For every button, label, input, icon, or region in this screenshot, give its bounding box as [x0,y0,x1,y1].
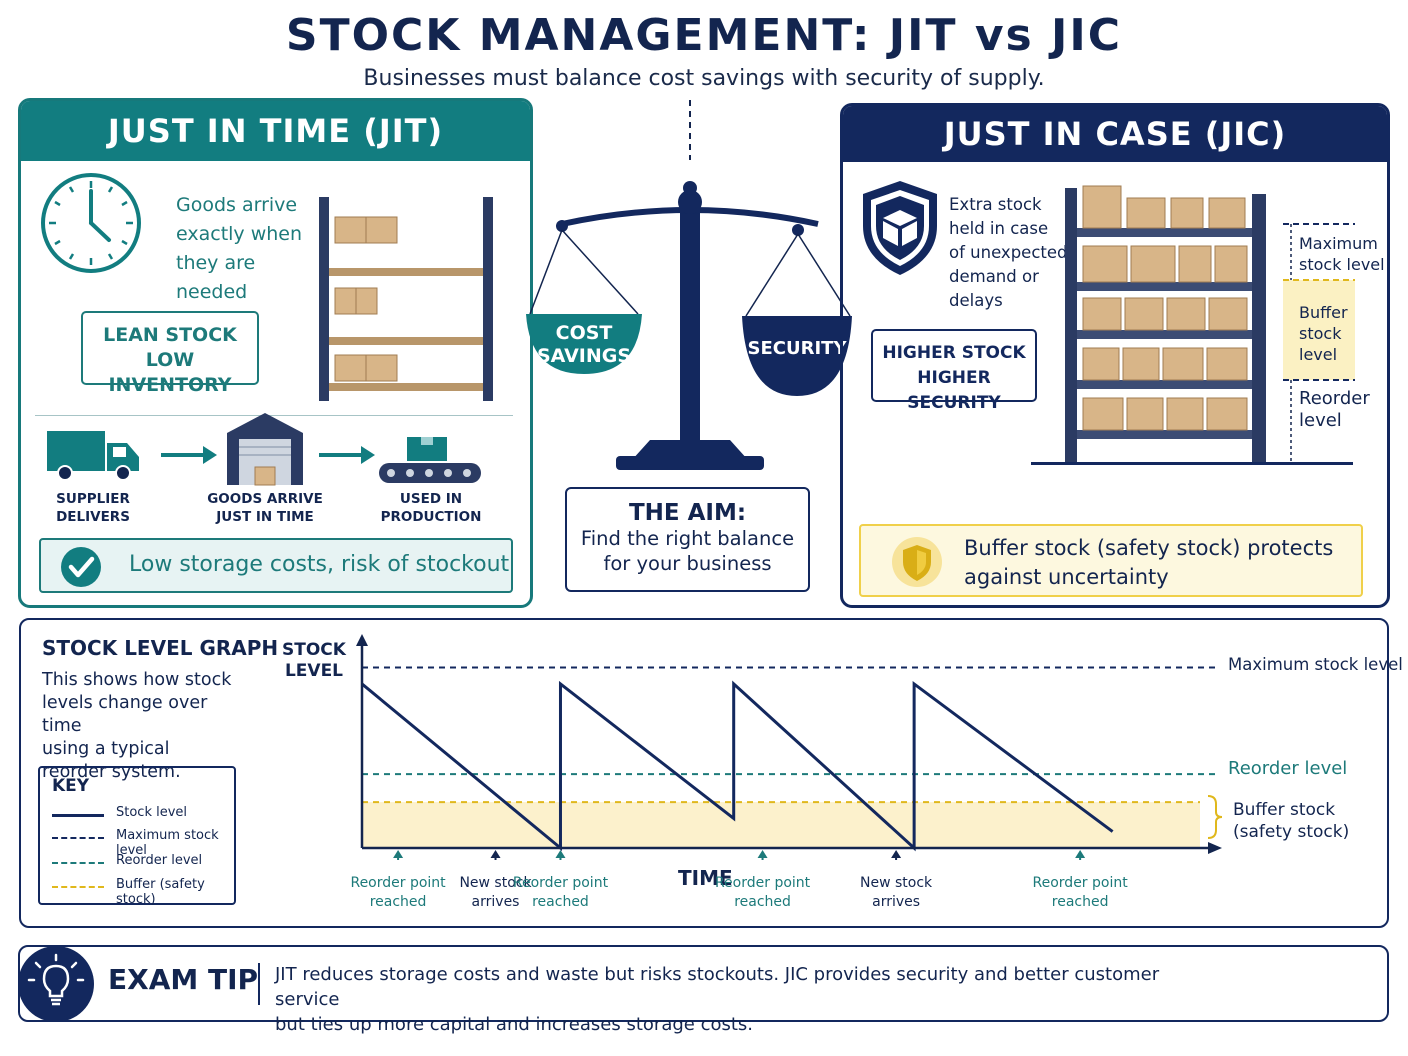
arrow-icon [319,446,375,464]
exam-tip-title: EXAM TIP [108,963,259,996]
event-arrowhead [891,850,902,858]
event-label-line: reached [369,894,427,910]
max-level-right-label: Maximum stock level [1228,655,1403,674]
key-line-dashed [52,886,104,888]
aim-title: THE AIM: [628,500,747,526]
key-item-buffer: Buffer (safety stock) [52,877,232,907]
event-label-line: Reorder point [350,875,446,891]
event-label-line: reached [532,894,589,910]
key-item-stock-level: Stock level [52,805,232,825]
aim-text: Find the right balance for your business [580,527,795,575]
clock-icon [41,173,141,273]
checkmark-icon [61,547,101,587]
event-label-line: New stock [459,875,532,891]
buffer-brace-icon [1207,795,1223,839]
page-subtitle: Businesses must balance cost savings wit… [363,66,1045,91]
lightbulb-icon [18,946,94,1022]
jit-summary-text: Low storage costs, risk of stockout [129,552,510,577]
full-shelf-icon [1031,185,1355,465]
aim-box: THE AIM: Find the right balance for your… [565,487,810,592]
divider [35,415,513,416]
jic-max-level-label: Maximum stock level [1299,234,1385,274]
page-title: STOCK MANAGEMENT: JIT vs JIC [285,10,1123,61]
event-label-line: arrives [872,894,921,910]
event-label: Reorder point reached [703,874,823,912]
jic-description: Extra stock held in case of unexpected d… [949,195,1068,310]
key-item-maximum: Maximum stock level [52,828,232,858]
buffer-right-label: Buffer stock (safety stock) [1233,800,1350,842]
x-axis-label: TIME [678,866,733,890]
jit-description: Goods arrive exactly when they are neede… [176,194,303,303]
divider [258,963,260,1005]
key-line-solid [52,814,104,817]
key-title: KEY [52,776,90,796]
shield-box-icon [863,181,937,275]
event-label: Reorder point reached [500,874,620,912]
jic-reorder-level-label: Reorder level [1299,388,1370,431]
arrow-icon [161,446,217,464]
jic-heading: JUST IN CASE (JIC) [843,106,1387,162]
lean-shelf-icon [319,197,493,401]
balance-scale-icon [526,100,852,470]
truck-icon [47,431,139,481]
key-line-dashed [52,862,104,864]
key-line-dashed [52,837,104,839]
event-label-line: reached [734,894,791,910]
graph-key: KEY Stock level Maximum stock level Reor… [38,766,236,907]
jit-panel: JUST IN TIME (JIT) Goods arrive exactly … [18,98,533,608]
jit-summary-box: Low storage costs, risk of stockout [39,538,513,593]
exam-tip-text: JIT reduces storage costs and waste but … [275,964,1160,1035]
event-label-line: Reorder point [714,875,811,891]
security-label: SECURITY [747,338,847,359]
warehouse-icon [227,413,303,486]
shield-icon [892,537,942,587]
event-label: New stock arrives [436,874,556,912]
key-item-reorder: Reorder level [52,853,232,873]
event-label-line: Reorder point [512,875,609,891]
flow-step-supplier: SUPPLIER DELIVERS [56,491,130,525]
event-label: Reorder point reached [1020,874,1140,912]
jic-buffer-level-label: Buffer stock level [1299,303,1348,364]
jit-heading: JUST IN TIME (JIT) [21,101,530,161]
graph-panel [19,618,1389,928]
lean-stock-box: LEAN STOCK LOW INVENTORY [81,311,259,396]
event-label: New stock arrives [836,874,956,912]
event-arrowhead [393,850,404,858]
event-arrowhead [555,850,566,858]
higher-stock-box: HIGHER STOCK HIGHER SECURITY [871,329,1037,413]
y-axis-arrowhead [356,634,368,646]
event-label-line: reached [1051,894,1109,910]
jic-note-box: Buffer stock (safety stock) protects aga… [859,524,1363,597]
event-label-line: Reorder point [1032,875,1128,891]
buffer-band [362,802,1200,848]
event-arrowhead [757,850,768,858]
y-axis-label: STOCK LEVEL [282,640,346,681]
stock-level-chart [356,634,1222,860]
flow-step-goods-arrive: GOODS ARRIVE JUST IN TIME [207,491,323,525]
event-label: Reorder point reached [338,874,458,912]
event-arrowhead [1075,850,1086,858]
event-label-line: arrives [471,894,520,910]
stock-level-series-line [361,680,1114,852]
flow-step-production: USED IN PRODUCTION [380,491,482,525]
jic-note-text: Buffer stock (safety stock) protects aga… [964,536,1334,589]
conveyor-icon [379,437,481,483]
x-axis-arrowhead [1208,842,1222,854]
cost-savings-label: COST SAVINGS [536,322,632,367]
event-arrowhead [490,850,501,858]
event-label-line: New stock [860,875,933,891]
reorder-level-right-label: Reorder level [1228,758,1348,779]
jic-panel: JUST IN CASE (JIC) Extra stock held in c… [840,103,1390,608]
graph-title: STOCK LEVEL GRAPH [42,636,279,660]
